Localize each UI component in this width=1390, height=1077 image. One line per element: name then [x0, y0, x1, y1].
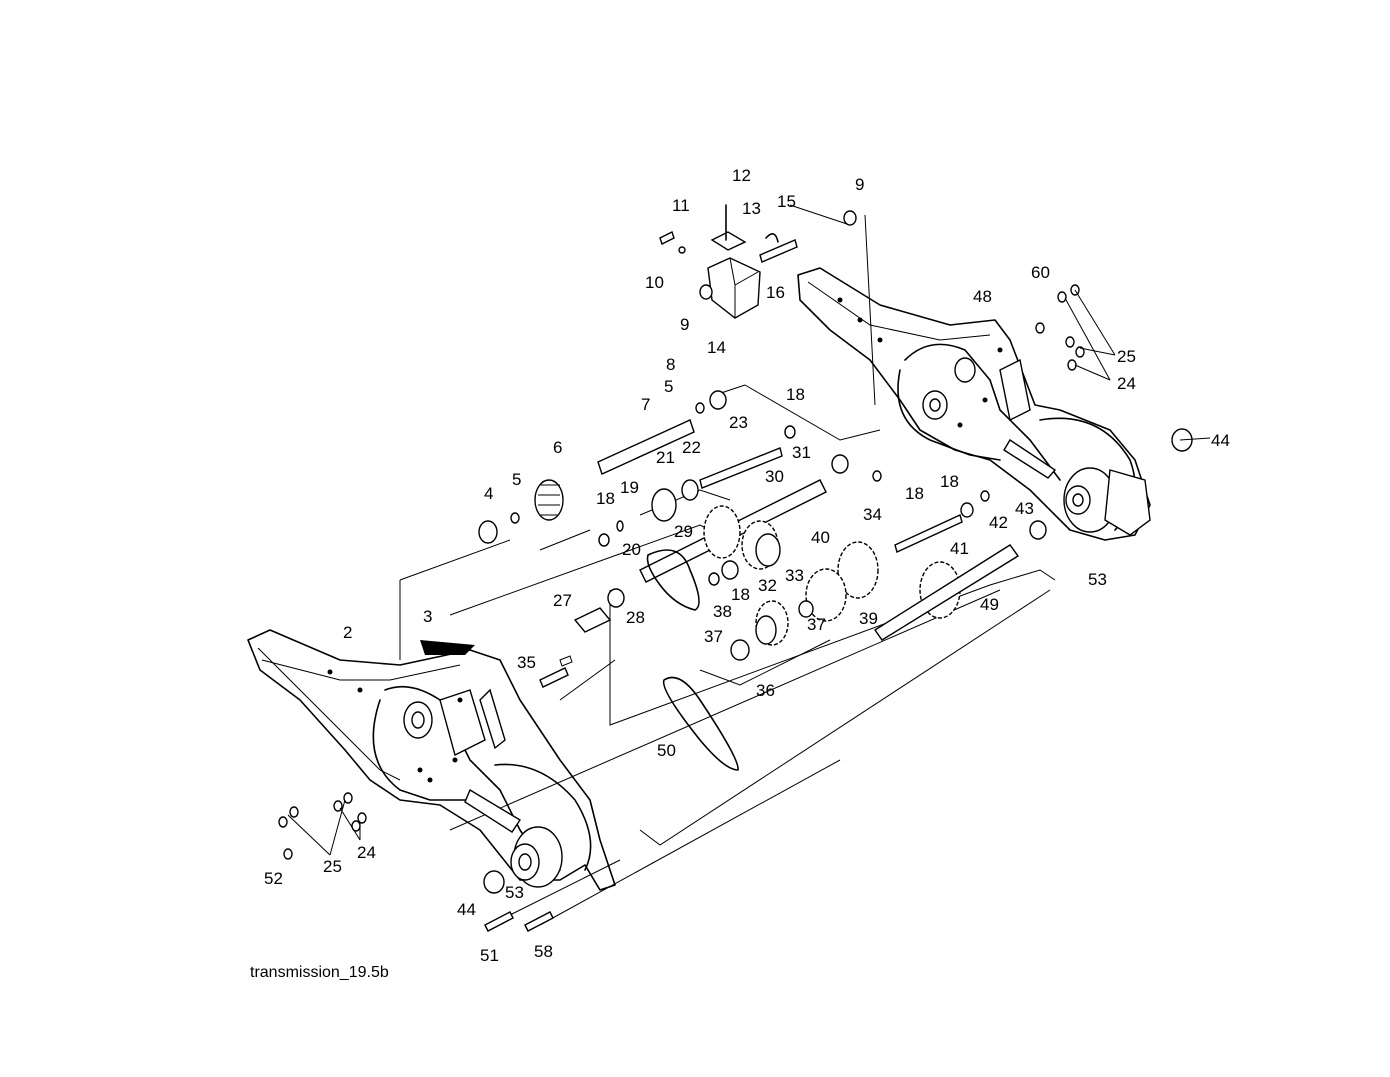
callout-label: 18	[596, 489, 615, 508]
callout-label: 16	[766, 283, 785, 302]
callout-label: 10	[645, 273, 664, 292]
callout-label: 39	[859, 609, 878, 628]
callout-labels: 2 3 4 5 5 6 7 8 9 9 10 11 12 13 14 15 16…	[264, 166, 1230, 965]
callout-label: 5	[664, 377, 673, 396]
callout-label: 38	[713, 602, 732, 621]
callout-label: 35	[517, 653, 536, 672]
callout-label: 51	[480, 946, 499, 965]
callout-label: 60	[1031, 263, 1050, 282]
callout-label: 8	[666, 355, 675, 374]
callout-label: 48	[973, 287, 992, 306]
right-transmission-case	[797, 267, 1151, 541]
callout-label: 36	[756, 681, 775, 700]
upper-shafts	[478, 390, 849, 583]
callout-label: 31	[792, 443, 811, 462]
hardware-fasteners	[278, 284, 1211, 932]
callout-label: 28	[626, 608, 645, 627]
callout-label: 6	[553, 438, 562, 457]
callout-label: 5	[512, 470, 521, 489]
callout-label: 41	[950, 539, 969, 558]
callout-label: 21	[656, 448, 675, 467]
callout-label: 18	[731, 585, 750, 604]
assembly-lines	[399, 204, 1056, 926]
shift-bracket-assembly	[659, 204, 857, 319]
callout-label: 18	[905, 484, 924, 503]
callout-label: 44	[457, 900, 476, 919]
callout-label: 13	[742, 199, 761, 218]
callout-label: 32	[758, 576, 777, 595]
callout-label: 43	[1015, 499, 1034, 518]
callout-label: 22	[682, 438, 701, 457]
callout-label: 19	[620, 478, 639, 497]
callout-label: 27	[553, 591, 572, 610]
callout-label: 50	[657, 741, 676, 760]
callout-label: 3	[423, 607, 432, 626]
callout-label: 37	[807, 615, 826, 634]
callout-label: 24	[1117, 374, 1136, 393]
callout-label: 11	[672, 196, 690, 215]
callout-label: 18	[786, 385, 805, 404]
callout-label: 24	[357, 843, 376, 862]
callout-label: 58	[534, 942, 553, 961]
callout-label: 20	[622, 540, 641, 559]
callout-label: 37	[704, 627, 723, 646]
callout-label: 9	[680, 315, 689, 334]
callout-label: 18	[940, 472, 959, 491]
callout-label: 15	[777, 192, 796, 211]
callout-label: 2	[343, 623, 352, 642]
callout-label: 53	[1088, 570, 1107, 589]
callout-label: 30	[765, 467, 784, 486]
callout-label: 52	[264, 869, 283, 888]
callout-label: 25	[323, 857, 342, 876]
callout-label: 4	[484, 484, 493, 503]
callout-label: 9	[855, 175, 864, 194]
callout-label: 7	[641, 395, 650, 414]
callout-label: 23	[729, 413, 748, 432]
callout-label: 40	[811, 528, 830, 547]
callout-label: 42	[989, 513, 1008, 532]
left-transmission-case	[247, 629, 616, 891]
diagram-caption: transmission_19.5b	[250, 964, 389, 981]
callout-label: 53	[505, 883, 524, 902]
callout-label: 49	[980, 595, 999, 614]
callout-label: 33	[785, 566, 804, 585]
callout-label: 14	[707, 338, 726, 357]
callout-label: 25	[1117, 347, 1136, 366]
callout-label: 44	[1211, 431, 1230, 450]
callout-label: 29	[674, 522, 693, 541]
callout-label: 34	[863, 505, 882, 524]
callout-label: 12	[732, 166, 751, 185]
